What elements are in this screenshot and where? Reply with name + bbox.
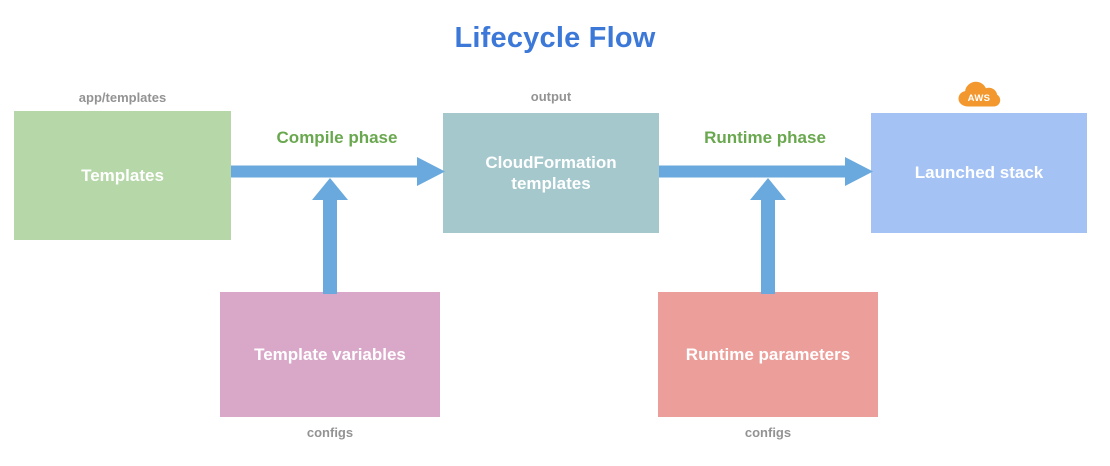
node-cloudformation-templates[interactable]: CloudFormation templates bbox=[443, 113, 659, 233]
edge-label-compile-phase: Compile phase bbox=[276, 128, 398, 147]
node-template-variables-label: Template variables bbox=[254, 344, 406, 364]
node-launched-stack-label: Launched stack bbox=[914, 163, 1044, 183]
edge-label-runtime-phase: Runtime phase bbox=[704, 128, 826, 147]
node-runtime-parameters-label: Runtime parameters bbox=[685, 344, 851, 364]
arrow-template-variables-feed bbox=[312, 178, 348, 294]
page-title: Lifecycle Flow bbox=[454, 22, 656, 54]
node-cloudformation-templates-label: CloudFormation templates bbox=[485, 152, 616, 195]
arrow-runtime-parameters-feed bbox=[750, 178, 786, 294]
caption-configs-template-variables: configs bbox=[306, 425, 354, 440]
node-cfn-label-line1: CloudFormation bbox=[485, 152, 617, 172]
aws-cloud-icon: AWS bbox=[957, 80, 1001, 108]
arrow-runtime-phase bbox=[659, 157, 873, 186]
node-templates[interactable]: Templates bbox=[14, 111, 231, 240]
node-templates-label: Templates bbox=[81, 165, 164, 185]
caption-output: output bbox=[530, 89, 572, 104]
svg-text:AWS: AWS bbox=[968, 93, 991, 104]
caption-configs-runtime-parameters: configs bbox=[744, 425, 792, 440]
node-runtime-parameters[interactable]: Runtime parameters bbox=[658, 292, 878, 417]
node-launched-stack[interactable]: Launched stack bbox=[871, 113, 1087, 233]
node-cfn-label-line2: templates bbox=[511, 174, 591, 193]
node-template-variables[interactable]: Template variables bbox=[220, 292, 440, 417]
caption-app-templates: app/templates bbox=[78, 90, 167, 105]
arrow-compile-phase bbox=[231, 157, 445, 186]
